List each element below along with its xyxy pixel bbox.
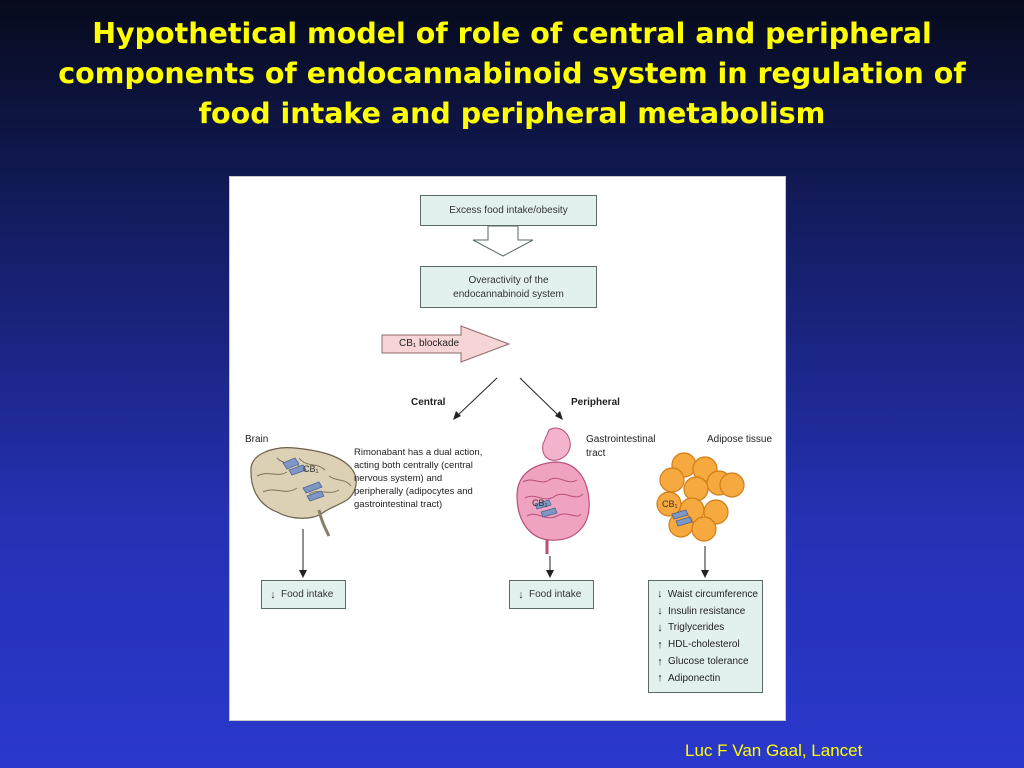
overactivity-line-2: endocannabinoid system bbox=[453, 289, 564, 300]
source-credit: Luc F Van Gaal, Lancet bbox=[685, 741, 863, 760]
excess-intake-box: Excess food intake/obesity bbox=[420, 195, 597, 226]
adipose-label: Adipose tissue bbox=[707, 434, 773, 445]
brain-illustration bbox=[250, 447, 357, 537]
peripheral-branch-arrowhead bbox=[555, 411, 563, 420]
effect-label: Insulin resistance bbox=[668, 605, 746, 617]
peripheral-label: Peripheral bbox=[571, 397, 620, 408]
effect-item: ↓ Waist circumference bbox=[655, 586, 758, 603]
central-label: Central bbox=[411, 397, 446, 408]
central-branch-line bbox=[456, 377, 498, 417]
adipose-cb1-label: CB₁ bbox=[662, 499, 678, 509]
effect-item: ↑ HDL-cholesterol bbox=[655, 636, 758, 653]
title-line-1: Hypothetical model of role of central an… bbox=[92, 17, 932, 50]
rimonabant-note: Rimonabant has a dual action, acting bot… bbox=[354, 447, 483, 510]
gi-tract-label-line-1: Gastrointestinal bbox=[586, 434, 656, 445]
overactivity-line-1: Overactivity of the bbox=[468, 275, 549, 286]
gi-tract-label-line-2: tract bbox=[586, 448, 606, 459]
excess-intake-label: Excess food intake/obesity bbox=[449, 204, 568, 216]
gi-food-intake-box: ↓ Food intake bbox=[509, 580, 594, 609]
gi-food-intake-label: Food intake bbox=[529, 588, 582, 600]
central-food-intake-box: ↓ Food intake bbox=[261, 580, 346, 609]
central-food-intake-label: Food intake bbox=[281, 588, 334, 600]
gi-cb1-label: CB₁ bbox=[532, 498, 548, 508]
down-arrow-icon: ↓ bbox=[657, 621, 663, 634]
up-arrow-icon: ↑ bbox=[657, 672, 663, 685]
brain-down-arrowhead bbox=[299, 570, 307, 578]
up-arrow-icon: ↑ bbox=[657, 655, 663, 668]
effect-label: Adiponectin bbox=[668, 672, 721, 684]
adipose-down-arrowhead bbox=[701, 570, 709, 578]
down-arrow-main bbox=[472, 225, 534, 257]
effect-item: ↑ Adiponectin bbox=[655, 670, 758, 687]
diagram-graphics bbox=[250, 225, 745, 578]
central-branch-arrowhead bbox=[453, 411, 461, 420]
gi-tract-illustration bbox=[516, 427, 590, 554]
brain-label: Brain bbox=[245, 434, 269, 445]
down-arrow-icon: ↓ bbox=[270, 588, 276, 601]
effect-label: Glucose tolerance bbox=[668, 656, 749, 668]
down-arrow-icon: ↓ bbox=[657, 605, 663, 618]
down-arrow-icon: ↓ bbox=[657, 588, 663, 601]
overactivity-box: Overactivity of the endocannabinoid syst… bbox=[420, 266, 597, 308]
effect-item: ↓ Insulin resistance bbox=[655, 603, 758, 620]
slide-title: Hypothetical model of role of central an… bbox=[0, 14, 1024, 134]
adipose-receptor bbox=[671, 509, 693, 527]
diagram-figure: Excess food intake/obesity Overactivity … bbox=[229, 176, 786, 721]
up-arrow-icon: ↑ bbox=[657, 638, 663, 651]
metabolic-effects-box: ↓ Waist circumference ↓ Insulin resistan… bbox=[648, 580, 763, 693]
blockade-arrow-shape bbox=[381, 325, 511, 363]
effect-label: Waist circumference bbox=[667, 588, 758, 600]
effect-label: HDL-cholesterol bbox=[668, 639, 740, 651]
gi-down-arrowhead bbox=[546, 570, 554, 578]
effect-label: Triglycerides bbox=[668, 622, 725, 634]
title-line-3: food intake and peripheral metabolism bbox=[198, 97, 826, 130]
adipose-illustration bbox=[656, 452, 745, 542]
brain-cb1-label: CB₁ bbox=[303, 464, 319, 474]
effect-item: ↑ Glucose tolerance bbox=[655, 653, 758, 670]
down-arrow-icon: ↓ bbox=[518, 588, 524, 601]
cb1-blockade-label: CB₁ blockade bbox=[399, 338, 460, 349]
effect-item: ↓ Triglycerides bbox=[655, 620, 758, 637]
peripheral-branch-line bbox=[519, 377, 560, 417]
title-line-2: components of endocannabinoid system in … bbox=[58, 57, 966, 90]
